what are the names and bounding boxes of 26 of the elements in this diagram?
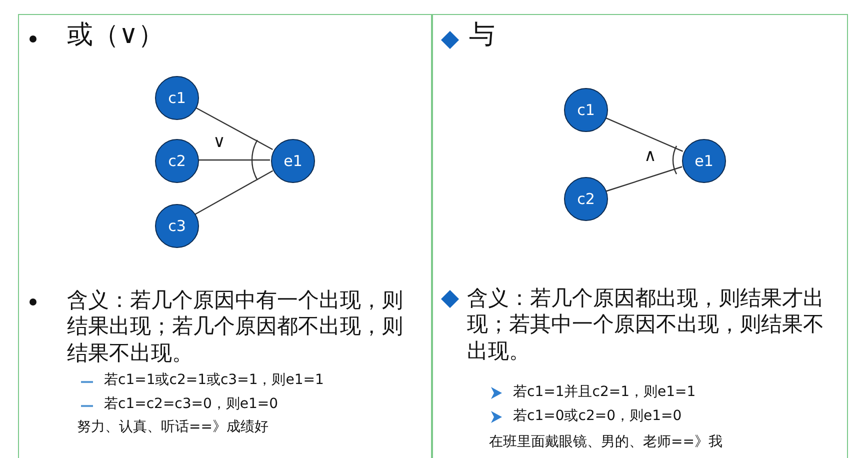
description-text: 含义：若几个原因中有一个出现，则结果出现；若几个原因都不出现，则结果不出现。 [67, 287, 404, 366]
list-item-text: 若c1=1并且c2=1，则e1=1 [513, 384, 697, 402]
circle-node: c3 [155, 204, 199, 248]
example-text: 在班里面戴眼镜、男的、老师==》我 [489, 434, 724, 452]
connector-line [606, 166, 682, 192]
panel [18, 14, 432, 458]
list-item-text: 若c1=0或c2=0，则e1=0 [513, 408, 683, 426]
connector-line [198, 159, 270, 161]
logic-symbol: ∧ [644, 146, 656, 166]
description-text: 含义：若几个原因都出现，则结果才出现；若其中一个原因不出现，则结果不出现。 [467, 285, 825, 364]
connector-line [195, 106, 273, 150]
list-item-text: 若c1=1或c2=1或c3=1，则e1=1 [104, 372, 325, 390]
heading: 或（∨） [67, 19, 166, 52]
connector-line [604, 117, 684, 152]
panel [432, 14, 848, 458]
circle-node: c2 [155, 139, 199, 183]
logic-symbol: ∨ [213, 132, 226, 152]
heading: 与 [469, 19, 496, 52]
example-text: 努力、认真、听话==》成绩好 [77, 419, 270, 436]
circle-node: c1 [564, 88, 608, 132]
circle-node: e1 [682, 139, 726, 183]
circle-node: c2 [564, 177, 608, 221]
connector-line [194, 170, 274, 215]
list-item-text: 若c1=c2=c3=0，则e1=0 [104, 396, 280, 414]
circle-node: e1 [271, 139, 315, 183]
circle-node: c1 [155, 76, 199, 120]
